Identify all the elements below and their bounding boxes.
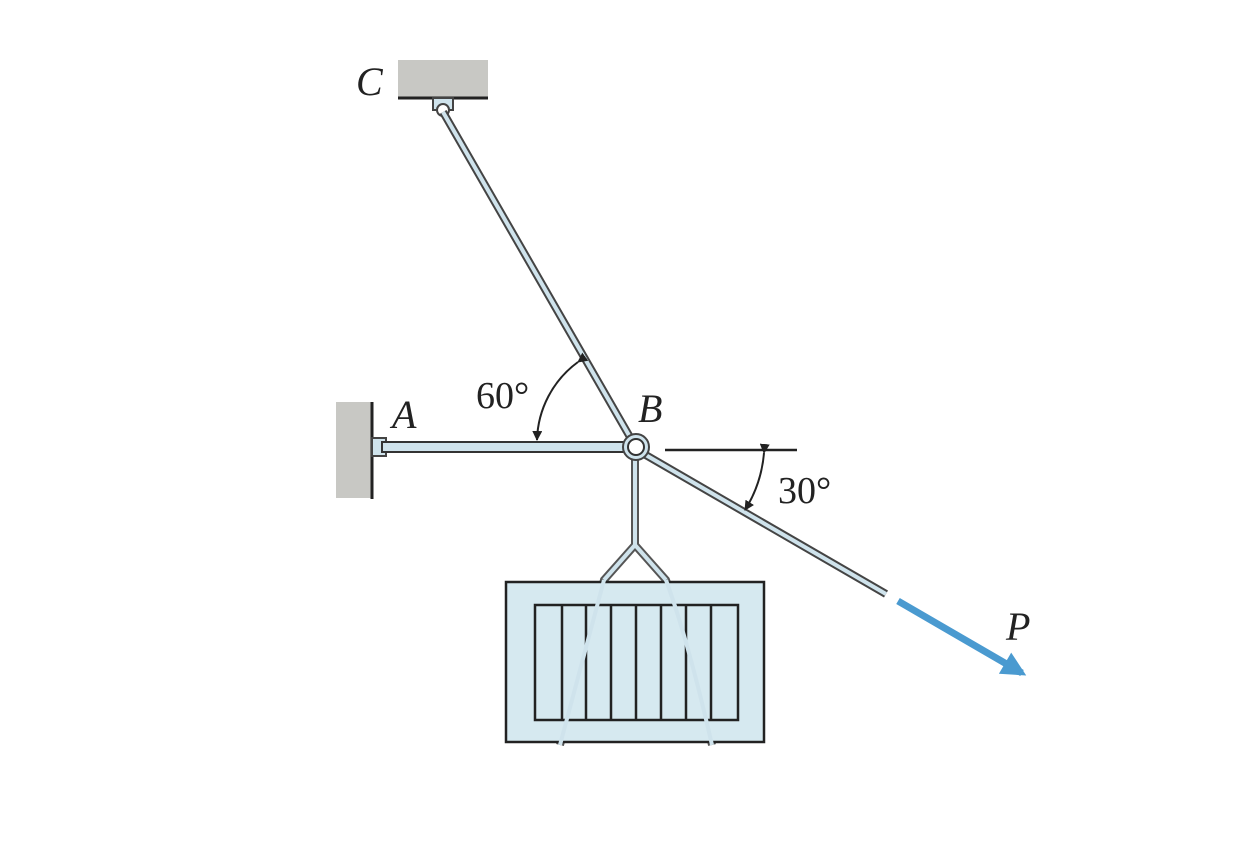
label-b: B	[638, 386, 662, 431]
wall-support-a	[336, 402, 387, 499]
angle-arc-30	[744, 443, 770, 511]
angle-label-30: 30°	[778, 470, 831, 512]
ceiling-support-c	[398, 60, 488, 117]
pin-b	[622, 433, 650, 461]
force-arrow-p	[896, 597, 1027, 677]
label-a: A	[389, 392, 417, 437]
rod-bp	[641, 450, 889, 598]
label-p: P	[1005, 604, 1030, 649]
label-c: C	[356, 59, 384, 104]
rod-ab	[381, 441, 631, 453]
crate	[504, 580, 766, 744]
rod-bc	[439, 110, 638, 446]
angle-label-60: 60°	[476, 375, 529, 417]
sling-legs-over-crate	[558, 455, 714, 746]
angle-arc-60	[532, 352, 589, 441]
